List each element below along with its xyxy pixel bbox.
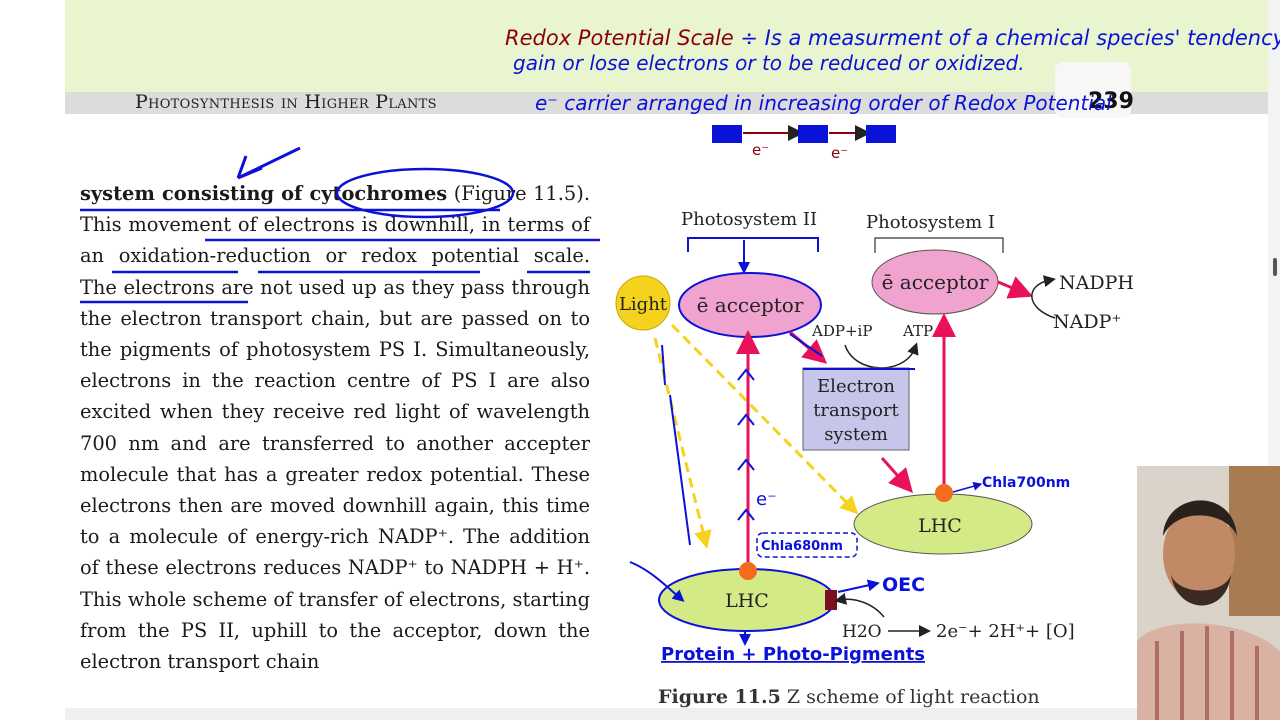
left-gutter xyxy=(0,0,65,720)
lhc-side-ink xyxy=(629,561,685,602)
carrier-box-2 xyxy=(798,125,828,143)
electron-path-ink xyxy=(737,368,755,521)
webcam-door xyxy=(1229,466,1280,616)
figure-caption: Figure 11.5 Z scheme of light reaction xyxy=(658,686,1040,708)
light-source xyxy=(615,275,671,331)
chl680-annotation: Chla680nm xyxy=(761,539,843,554)
photosystem-ii-label: Photosystem II xyxy=(681,209,817,230)
protein-annotation: Protein + Photo-Pigments xyxy=(661,644,925,665)
figure-title: Z scheme of light reaction xyxy=(780,686,1040,708)
chl700-pointer xyxy=(952,481,983,493)
water-products: 2e⁻+ 2H⁺+ [O] xyxy=(936,621,1075,642)
light-label: Light xyxy=(619,294,668,315)
ets-label-1: Electron xyxy=(817,376,895,397)
handwritten-title: Redox Potential Scale xyxy=(505,26,734,50)
ps2-lhc-label: LHC xyxy=(725,590,769,612)
electron-transport-system xyxy=(802,367,910,451)
handwritten-line-2: gain or lose electrons or to be reduced … xyxy=(513,51,1025,75)
running-title: Photosynthesis in Higher Plants xyxy=(135,91,437,113)
p700-reaction-centre xyxy=(935,484,953,502)
chain-label-2: e⁻ xyxy=(831,144,848,162)
page-number-box xyxy=(1055,62,1131,118)
nadph-label: NADPH xyxy=(1059,272,1134,294)
adp-label: ADP+iP xyxy=(811,322,872,340)
handwritten-line-1: Redox Potential Scale ÷ Is a measurment … xyxy=(505,26,1280,50)
ets-label-2: transport xyxy=(813,400,899,421)
ets-to-ps1-arrow xyxy=(880,457,913,493)
ps1-lhc-label: LHC xyxy=(918,515,962,537)
presenter-silhouette xyxy=(1137,466,1280,720)
ps1-bracket xyxy=(874,237,1004,253)
acceptor-to-nadph-arrow xyxy=(997,276,1034,299)
light-arrow-ps1 xyxy=(670,323,859,515)
ps2-acceptor-label: ē acceptor xyxy=(697,293,804,317)
presenter-hair xyxy=(1163,500,1237,536)
electron-carrier-chain: e⁻ e⁻ xyxy=(712,125,896,162)
chl680-annotation-box xyxy=(756,532,858,558)
adp-atp-arrow xyxy=(844,342,919,369)
water-to-oec-arrow xyxy=(834,592,885,618)
light-ink-stroke xyxy=(661,344,691,546)
oec-pointer xyxy=(837,579,880,593)
nadp-cycle-arrow xyxy=(1031,275,1056,319)
handwritten-definition: ÷ Is a measurment of a chemical species'… xyxy=(733,26,1280,50)
oec-annotation: OEC xyxy=(882,574,925,596)
handwritten-line-3: e⁻ carrier arranged in increasing order … xyxy=(535,91,1112,115)
page-number: 239 xyxy=(1088,89,1134,114)
running-header-band xyxy=(65,92,1268,114)
acceptor-to-ets-ink xyxy=(789,333,823,357)
carrier-box-3 xyxy=(866,125,896,143)
body-paragraph: system consisting of cytochromes (Figure… xyxy=(80,178,590,677)
presenter-face xyxy=(1163,506,1235,602)
electron-annotation: e⁻ xyxy=(756,489,777,510)
body-bold-phrase: system consisting of cytochromes xyxy=(80,182,448,205)
photosystem-i-label: Photosystem I xyxy=(866,212,995,233)
presenter-webcam xyxy=(1137,466,1280,720)
nadp-label: NADP⁺ xyxy=(1053,311,1121,333)
oxygen-evolving-complex xyxy=(825,590,837,610)
presenter-beard xyxy=(1171,574,1231,606)
scroll-thumb[interactable] xyxy=(1273,258,1277,276)
chl700-annotation: Chla700nm xyxy=(982,475,1070,491)
ets-label-3: system xyxy=(824,424,888,445)
cytochromes-circle xyxy=(335,167,515,219)
carrier-box-1 xyxy=(712,125,742,143)
text-pointer-arrow xyxy=(236,146,301,180)
body-text: (Figure 11.5). This movement of electron… xyxy=(80,182,590,674)
p680-reaction-centre xyxy=(739,562,757,580)
chain-label-1: e⁻ xyxy=(752,141,769,159)
ps1-acceptor-label: ē acceptor xyxy=(882,270,989,294)
shirt-stripes xyxy=(1155,626,1259,720)
figure-number: Figure 11.5 xyxy=(658,686,781,708)
page-bottom-edge xyxy=(65,708,1268,720)
atp-label: ATP xyxy=(902,322,933,340)
text-underlines xyxy=(80,208,600,304)
water-label: H2O xyxy=(842,622,882,642)
ps2-bracket xyxy=(687,237,819,252)
light-arrow-ps2 xyxy=(653,337,712,549)
